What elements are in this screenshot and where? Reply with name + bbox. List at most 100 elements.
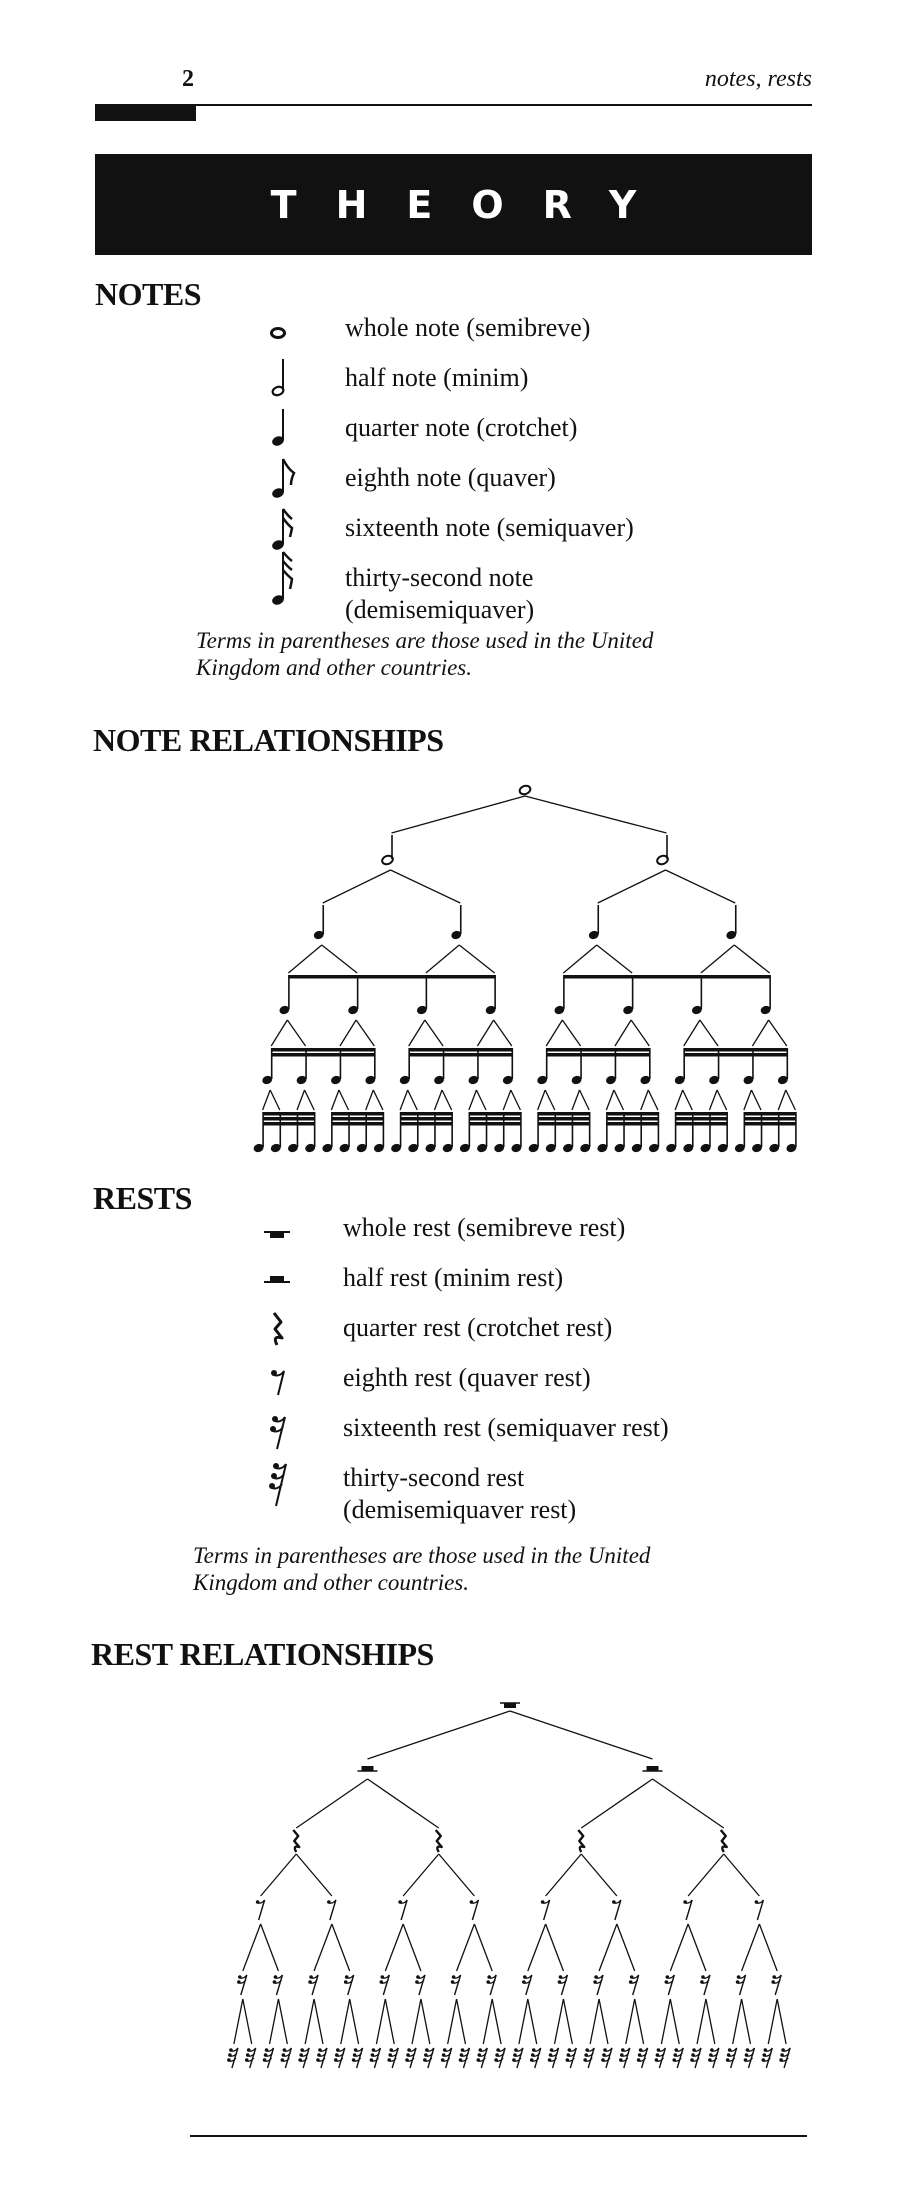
tree-thirty-second-note	[666, 1143, 676, 1153]
tree-branch	[545, 1853, 582, 1897]
rest-label-half: half rest (minim rest)	[343, 1263, 564, 1292]
tree-branch	[660, 1998, 671, 2045]
tree-thirty-second-rest	[298, 2047, 310, 2069]
tree-branch	[399, 1089, 409, 1111]
tree-sixteenth-note	[606, 1075, 616, 1085]
tree-branch	[468, 1089, 478, 1111]
tree-thirty-second-rest	[547, 2047, 560, 2069]
tree-branch	[605, 1089, 615, 1111]
tree-eighth-rest	[683, 1899, 693, 1921]
tree-eighth-rest	[469, 1899, 480, 1921]
tree-sixteenth-rest	[272, 1974, 284, 1996]
tree-beam	[331, 1112, 384, 1116]
tree-beam	[675, 1112, 728, 1116]
tree-branch	[527, 1998, 538, 2045]
tree-thirty-second-rest	[458, 2047, 471, 2069]
tree-thirty-second-rest	[636, 2047, 649, 2069]
tree-sixteenth-rest	[415, 1974, 426, 1996]
tree-sixteenth-rest	[771, 1974, 782, 1996]
note-label-whole: whole note (semibreve)	[345, 313, 591, 342]
tree-branch	[699, 1019, 719, 1047]
tree-sixteenth-note	[296, 1075, 307, 1085]
tree-branch	[589, 1998, 600, 2045]
tree-branch	[502, 1089, 512, 1111]
tree-branch	[733, 944, 771, 974]
tree-beam	[538, 1117, 590, 1121]
tree-beam	[263, 1117, 315, 1121]
tree-branch	[367, 1778, 440, 1829]
tree-branch	[785, 1089, 796, 1111]
tree-branch	[340, 1998, 351, 2045]
tree-branch	[268, 1998, 280, 2045]
tree-branch	[375, 1998, 386, 2045]
tree-branch	[390, 869, 461, 904]
tree-sixteenth-note	[777, 1075, 788, 1085]
tree-thirty-second-rest	[779, 2047, 791, 2069]
tree-branch	[598, 1923, 618, 1972]
tree-sixteenth-rest	[593, 1974, 604, 1996]
tree-branch	[295, 1778, 368, 1829]
tree-eighth-note	[279, 1005, 290, 1015]
tree-branch	[634, 1998, 645, 2045]
tree-beam	[409, 1048, 513, 1052]
tree-thirty-second-rest	[761, 2047, 773, 2069]
tree-branch	[402, 1853, 440, 1897]
tree-branch	[482, 1998, 493, 2045]
tree-branch	[242, 1923, 262, 1972]
tree-beam	[400, 1117, 453, 1121]
tree-sixteenth-note	[502, 1075, 513, 1085]
tree-beam	[469, 1122, 521, 1126]
tree-thirty-second-note	[511, 1143, 522, 1153]
tree-sixteenth-note	[571, 1075, 582, 1085]
tree-thirty-second-note	[580, 1143, 591, 1153]
tree-branch	[447, 1998, 458, 2045]
tree-branch	[339, 1019, 357, 1047]
tree-beam	[546, 1053, 650, 1057]
tree-sixteenth-note	[743, 1075, 754, 1085]
tree-branch	[233, 1998, 244, 2045]
tree-branch	[561, 1019, 582, 1047]
tree-sixteenth-note	[537, 1075, 548, 1085]
tree-branch	[682, 1089, 693, 1111]
tree-sixteenth-note	[709, 1075, 719, 1085]
tree-branch	[438, 1853, 475, 1897]
tree-half-note	[656, 854, 669, 866]
tree-sixteenth-rest	[343, 1974, 355, 1996]
tree-sixteenth-note	[640, 1075, 651, 1085]
tree-thirty-second-rest	[618, 2047, 631, 2069]
tree-branch	[669, 1998, 680, 2045]
tree-branch	[491, 1998, 502, 2045]
tree-branch	[331, 1923, 351, 1972]
tree-branch	[524, 795, 667, 834]
tree-thirty-second-note	[683, 1143, 694, 1153]
tree-branch	[768, 1019, 788, 1047]
tree-sixteenth-rest	[308, 1974, 319, 1996]
tree-branch	[408, 1019, 426, 1047]
tree-branch	[767, 1998, 778, 2045]
note-label-eighth: eighth note (quaver)	[345, 463, 556, 492]
tree-sixteenth-note	[262, 1075, 273, 1085]
tree-thirty-second-note	[563, 1143, 573, 1153]
tree-thirty-second-note	[769, 1143, 780, 1153]
tree-branch	[355, 1019, 375, 1047]
tree-beam	[400, 1122, 453, 1126]
tree-thirty-second-note	[270, 1143, 281, 1153]
tree-beam	[469, 1112, 521, 1116]
tree-beam	[271, 1053, 375, 1057]
tree-branch	[313, 1923, 333, 1972]
tree-beam	[606, 1122, 659, 1126]
tree-branch	[708, 1089, 718, 1111]
tree-thirty-second-rest	[423, 2047, 435, 2069]
notes-footnote-line1: Terms in parentheses are those used in t…	[196, 628, 654, 653]
rest-label-whole: whole rest (semibreve rest)	[343, 1213, 626, 1242]
tree-thirty-second-note	[614, 1143, 625, 1153]
tree-branch	[304, 1998, 315, 2045]
tree-thirty-second-rest	[387, 2047, 399, 2069]
tree-branch	[303, 1089, 315, 1111]
tree-sixteenth-rest	[450, 1974, 462, 1996]
quarter-rest-icon	[272, 1312, 284, 1346]
tree-thirty-second-rest	[351, 2047, 364, 2069]
tree-branch	[751, 1019, 770, 1047]
tree-quarter-note	[726, 930, 737, 940]
tree-branch	[545, 1923, 565, 1972]
